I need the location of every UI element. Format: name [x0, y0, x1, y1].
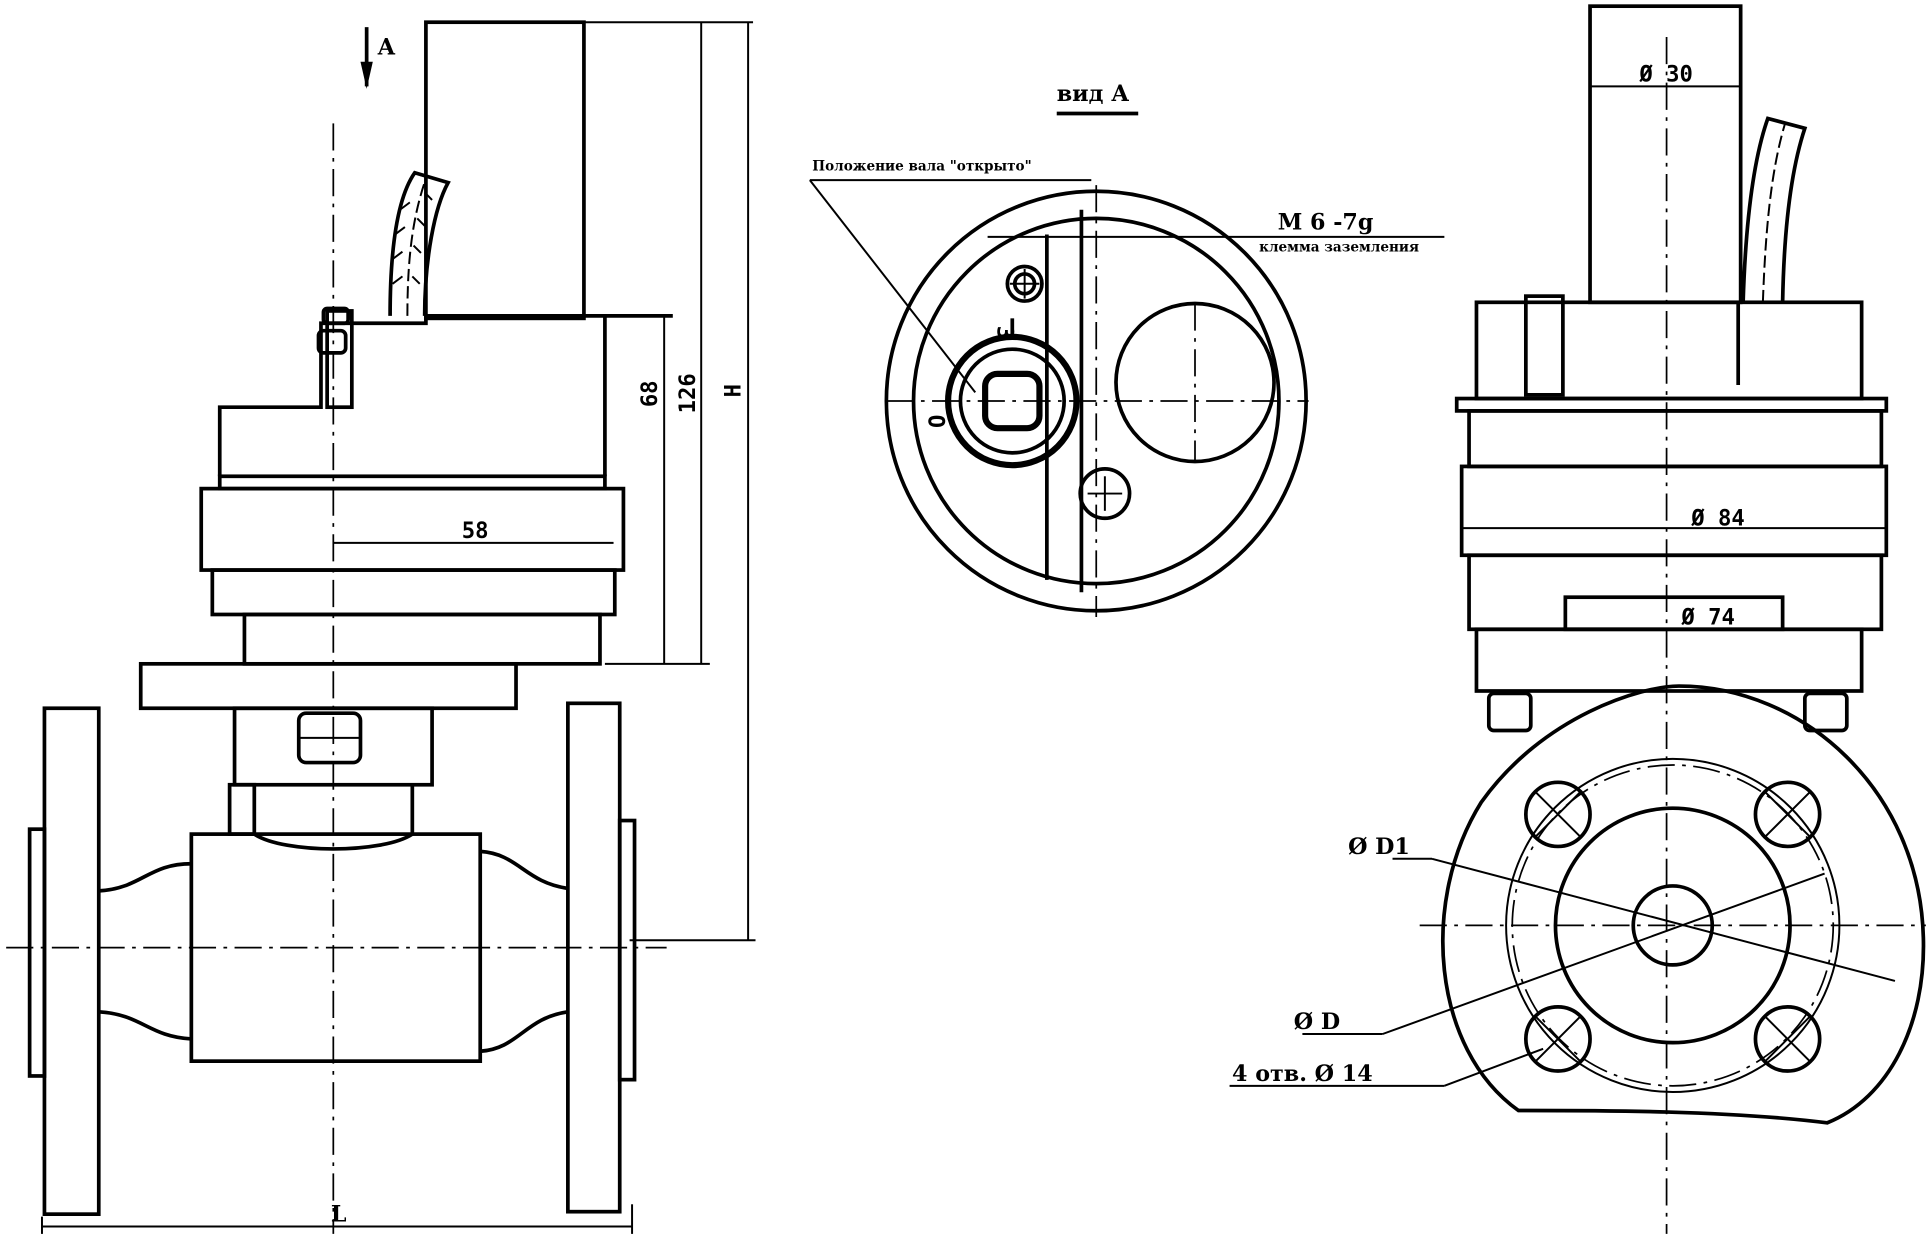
dim-dia-30: Ø 30	[1638, 61, 1692, 87]
ground-terminal	[1005, 264, 1044, 303]
closed-position-mark: З	[991, 326, 1017, 339]
dim-L: L	[331, 1202, 347, 1228]
dim-dia-D1: Ø D1	[1348, 834, 1410, 860]
dim-126: 126	[675, 373, 701, 413]
actuator-body-side	[1474, 300, 1864, 401]
view-a: вид А Положение вала "открыто" З О М 6 -…	[809, 81, 1445, 617]
cable-gland	[388, 170, 451, 316]
shaft-position-note: Положение вала "открыто"	[812, 158, 1031, 174]
open-position-mark: О	[922, 415, 948, 428]
dim-58: 58	[462, 518, 489, 544]
motor-housing-side	[1588, 4, 1743, 305]
thread-label: М 6 -7g	[1278, 210, 1374, 236]
ground-terminal-label: клемма заземления	[1259, 240, 1419, 256]
actuator-body	[217, 314, 607, 477]
dim-68: 68	[637, 380, 663, 407]
dim-dia-D: Ø D	[1294, 1009, 1340, 1035]
left-flange	[42, 706, 101, 1217]
pipe-flange	[1441, 684, 1926, 1125]
dim-dia-74: Ø 74	[1680, 604, 1734, 630]
view-a-title: вид А	[1057, 81, 1130, 107]
motor-housing	[424, 20, 586, 321]
section-arrow-icon	[360, 27, 373, 89]
bolt-holes	[1523, 780, 1822, 1073]
right-flange	[566, 701, 622, 1214]
dim-holes: 4 отв. Ø 14	[1232, 1061, 1373, 1087]
mounting-plate	[138, 661, 518, 711]
side-view: Ø 30 Ø 84 Ø 74	[1229, 4, 1926, 1234]
section-marker-label: A	[377, 34, 396, 60]
front-view: A 58 68	[6, 20, 756, 1234]
dim-H: H	[721, 384, 747, 397]
ground-screw	[325, 309, 354, 410]
shaft-icon	[945, 318, 1080, 469]
